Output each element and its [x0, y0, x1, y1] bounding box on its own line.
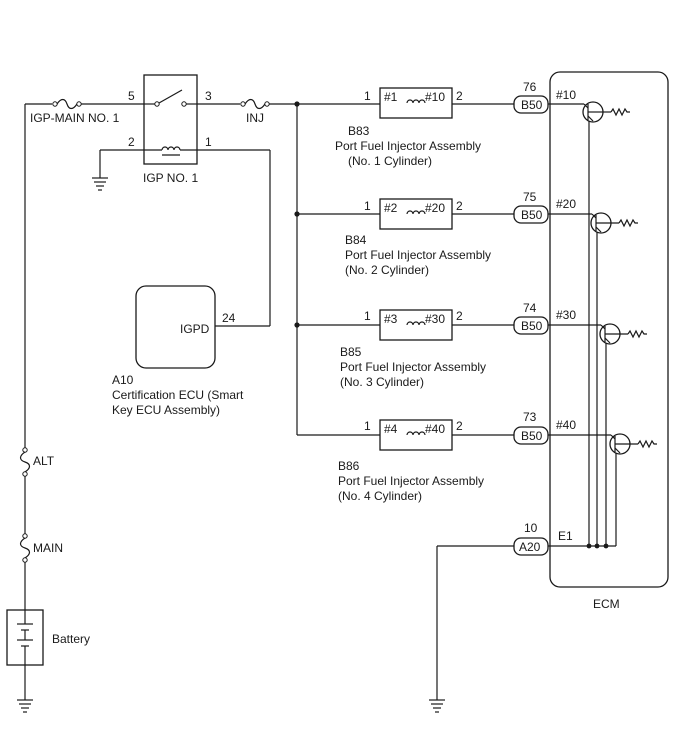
ecm-driver-transistor-4	[609, 433, 657, 455]
relay-pin-2: 2	[128, 135, 135, 149]
ecm-driver-transistor-2	[590, 212, 638, 234]
relay-coil-ground	[92, 149, 144, 191]
injector-2-cylinder: (No. 2 Cylinder)	[345, 263, 429, 277]
ecm-pin-10: 10	[524, 521, 538, 535]
connector-label: B50	[521, 98, 543, 112]
injector-1-cylinder: (No. 1 Cylinder)	[348, 154, 432, 168]
relay-pin-1: 1	[205, 135, 212, 149]
injector-3-cylinder: (No. 3 Cylinder)	[340, 375, 424, 389]
ecm-signal-40: #40	[556, 418, 576, 432]
relay-pin-5: 5	[128, 89, 135, 103]
connector-b50-74: B50 74	[513, 301, 549, 335]
injector-3-right-label: #30	[425, 312, 445, 326]
ecm-pin-73: 73	[523, 410, 537, 424]
injector-1-pin-in: 1	[364, 89, 371, 103]
injector-4-code: B86	[338, 459, 360, 473]
injector-2-pin-in: 1	[364, 199, 371, 213]
main-fuse-label: MAIN	[33, 541, 63, 555]
injector-1-right-label: #10	[425, 90, 445, 104]
connector-b50-73: B50 73	[513, 410, 549, 445]
relay-to-igpd-wire	[197, 149, 271, 327]
injector-4-left-label: #4	[384, 422, 398, 436]
injector-2-code: B84	[345, 233, 367, 247]
ecm-signal-30: #30	[556, 308, 576, 322]
injector-3-pin-in: 1	[364, 309, 371, 323]
injector-3: 1 2 #3 #30 B85 Port Fuel Injector Assemb…	[297, 309, 514, 389]
injector-2-right-label: #20	[425, 201, 445, 215]
injector-4-desc: Port Fuel Injector Assembly	[338, 474, 484, 488]
connector-label: B50	[521, 208, 543, 222]
ecm-driver-transistor-3	[599, 323, 647, 345]
certification-ecu: IGPD 24 A10 Certification ECU (Smart Key…	[112, 285, 244, 417]
ecm-driver-transistor-1	[582, 101, 630, 123]
injector-3-left-label: #3	[384, 312, 398, 326]
connector-a20-10: A20 10	[513, 521, 549, 556]
cert-ecu-desc-line1: Certification ECU (Smart	[112, 388, 244, 402]
main-fuse: MAIN	[19, 533, 63, 563]
igp-main-fuse-label: IGP-MAIN NO. 1	[30, 111, 120, 125]
inj-fuse-label: INJ	[246, 111, 264, 125]
inj-fuse: INJ	[197, 98, 297, 125]
igp-no1-relay: 5 3 2 1 IGP NO. 1	[128, 74, 212, 185]
connector-b50-75: B50 75	[513, 190, 549, 224]
ecm-label: ECM	[593, 597, 620, 611]
battery: Battery	[6, 609, 90, 666]
cert-ecu-desc-line2: Key ECU Assembly)	[112, 403, 220, 417]
ecm-pin-75: 75	[523, 190, 537, 204]
injector-2-pin-out: 2	[456, 199, 463, 213]
injector-1: 1 2 #1 #10 B83 Port Fuel Injector Assemb…	[297, 87, 514, 168]
injector-4-right-label: #40	[425, 422, 445, 436]
ecm-signal-10: #10	[556, 88, 576, 102]
injector-2-left-label: #2	[384, 201, 398, 215]
injector-1-desc: Port Fuel Injector Assembly	[335, 139, 481, 153]
injector-3-desc: Port Fuel Injector Assembly	[340, 360, 486, 374]
battery-label: Battery	[52, 632, 90, 646]
ecm-pin-74: 74	[523, 301, 537, 315]
injector-2-desc: Port Fuel Injector Assembly	[345, 248, 491, 262]
injector-4: 1 2 #4 #40 B86 Port Fuel Injector Assemb…	[297, 419, 514, 503]
connector-label: B50	[521, 429, 543, 443]
cert-ecu-pin-number: 24	[222, 311, 236, 325]
alt-fuse: ALT	[19, 447, 55, 477]
cert-ecu-pin-name: IGPD	[180, 322, 210, 336]
connector-b50-76: B50 76	[513, 80, 549, 114]
ecm-signal-e1: E1	[558, 529, 573, 543]
alt-fuse-label: ALT	[33, 454, 55, 468]
battery-feed-wiring	[24, 103, 52, 700]
ecm-ground-wire	[429, 545, 514, 713]
injector-supply-bus	[294, 101, 300, 435]
connector-label: A20	[519, 540, 541, 554]
ecm-pin-76: 76	[523, 80, 537, 94]
cert-ecu-code: A10	[112, 373, 134, 387]
injector-3-pin-out: 2	[456, 309, 463, 323]
injector-4-cylinder: (No. 4 Cylinder)	[338, 489, 422, 503]
relay-pin-3: 3	[205, 89, 212, 103]
injector-3-code: B85	[340, 345, 362, 359]
injector-1-left-label: #1	[384, 90, 398, 104]
battery-ground-symbol	[17, 699, 33, 713]
injector-1-pin-out: 2	[456, 89, 463, 103]
injector-4-pin-in: 1	[364, 419, 371, 433]
injector-4-pin-out: 2	[456, 419, 463, 433]
relay-label: IGP NO. 1	[143, 171, 198, 185]
connector-label: B50	[521, 319, 543, 333]
injector-1-code: B83	[348, 124, 370, 138]
injector-2: 1 2 #2 #20 B84 Port Fuel Injector Assemb…	[297, 198, 514, 277]
igp-main-fuse: IGP-MAIN NO. 1	[30, 98, 144, 125]
ecm-signal-20: #20	[556, 197, 576, 211]
